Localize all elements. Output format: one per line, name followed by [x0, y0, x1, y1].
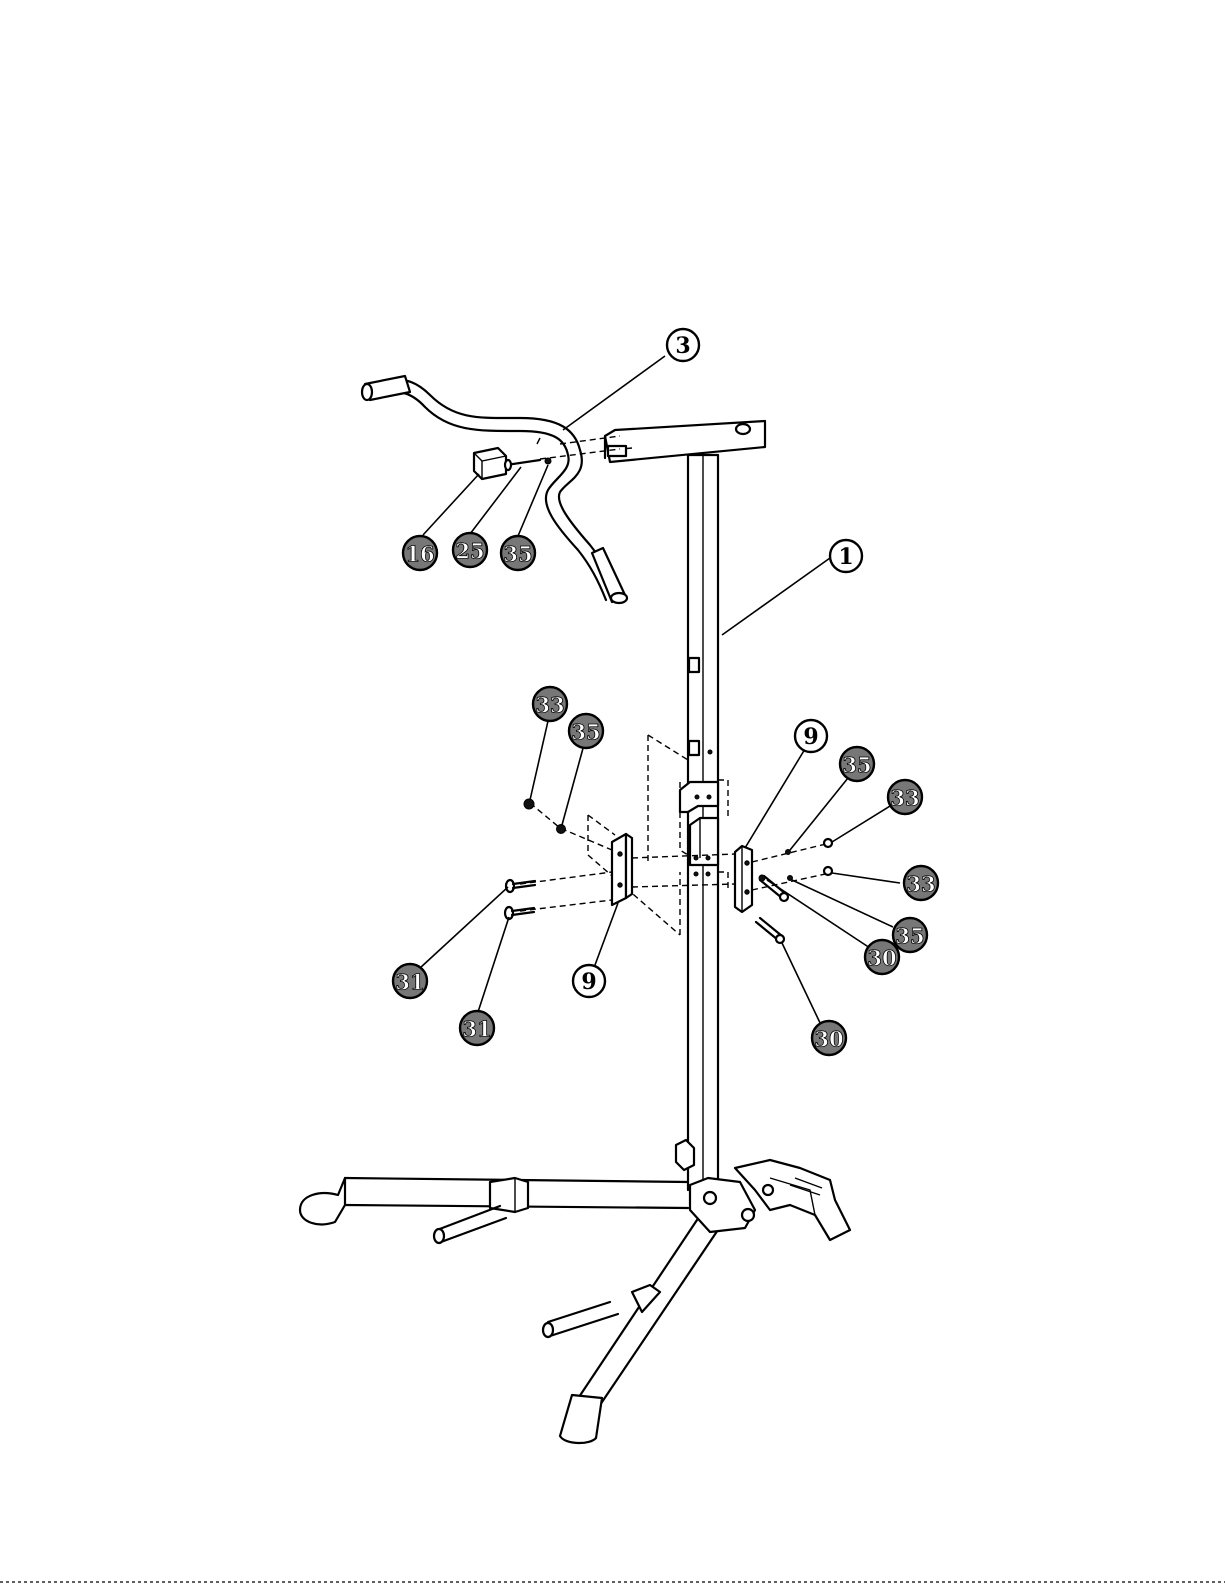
nut-33-right-lower [824, 867, 832, 875]
callout-30-upper: 30 [865, 940, 899, 974]
callout-9-right: 9 [795, 720, 827, 752]
svg-text:3: 3 [675, 333, 690, 359]
nut-33-right-upper [824, 839, 832, 847]
svg-text:35: 35 [842, 753, 871, 778]
svg-text:25: 25 [455, 539, 484, 564]
washer-35-left [557, 825, 566, 834]
axis-left-nut [530, 803, 612, 850]
callout-30-lower: 30 [812, 1021, 846, 1055]
washer-35-right-lower [788, 876, 793, 881]
bolt-25 [505, 460, 540, 470]
washer-35-right-upper [786, 850, 791, 855]
handlebar [362, 376, 627, 603]
svg-text:33: 33 [890, 786, 919, 811]
bolt-31-upper [506, 880, 535, 892]
callout-35-left: 35 [569, 714, 603, 748]
callout-25: 25 [453, 533, 487, 567]
callout-33-right-upper: 33 [888, 780, 922, 814]
svg-text:16: 16 [405, 542, 434, 567]
axis-right-upper [752, 843, 830, 862]
svg-text:33: 33 [535, 693, 564, 718]
callout-1: 1 [830, 540, 862, 572]
svg-text:35: 35 [571, 720, 600, 745]
svg-text:33: 33 [906, 872, 935, 897]
bolt-30-lower [756, 918, 784, 943]
plate-9-right [735, 846, 752, 912]
callout-35-top: 35 [501, 536, 535, 570]
plate-9-left [612, 834, 632, 905]
callout-33-right-lower: 33 [904, 866, 938, 900]
callout-16: 16 [403, 536, 437, 570]
svg-text:31: 31 [395, 970, 424, 995]
nut-33-left [524, 799, 534, 809]
svg-text:9: 9 [581, 969, 596, 995]
callout-3: 3 [667, 329, 699, 361]
callout-31-upper: 31 [393, 964, 427, 998]
top-arm [605, 421, 765, 462]
svg-text:35: 35 [503, 542, 532, 567]
center-joint [588, 735, 728, 935]
callout-35-right-upper: 35 [840, 747, 874, 781]
svg-text:31: 31 [462, 1017, 491, 1042]
svg-text:30: 30 [867, 946, 896, 971]
callout-9-left: 9 [573, 965, 605, 997]
axis-bolt-lower [520, 900, 612, 911]
callout-33-left: 33 [533, 687, 567, 721]
callout-35-right-lower: 35 [893, 918, 927, 952]
svg-text:35: 35 [895, 924, 924, 949]
svg-text:1: 1 [838, 544, 853, 570]
axis-mid-lower [632, 884, 735, 887]
svg-text:9: 9 [803, 724, 818, 750]
base-frame [300, 1140, 850, 1443]
svg-text:30: 30 [814, 1027, 843, 1052]
callout-31-lower: 31 [460, 1011, 494, 1045]
